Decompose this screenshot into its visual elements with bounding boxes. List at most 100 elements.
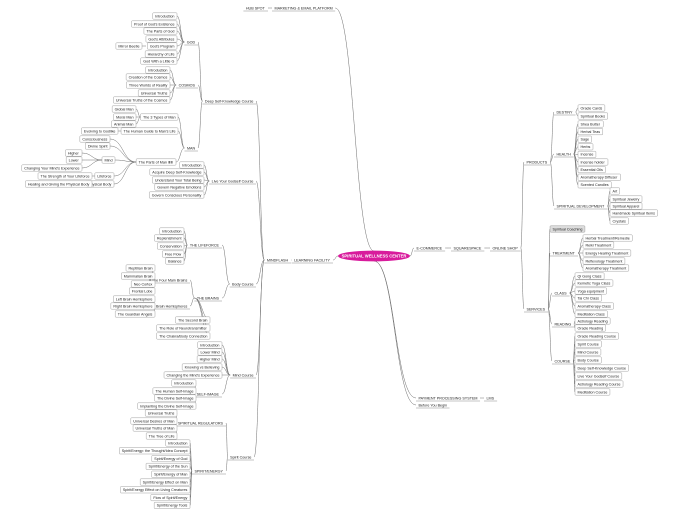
node-box-god-s-program[interactable] [147,42,178,50]
node-box-introduction[interactable] [165,439,191,447]
node-box-conservation[interactable] [157,242,185,250]
node-box-oracle-cards[interactable] [577,104,606,112]
node-box-replenishment[interactable] [154,234,185,242]
node-box-aromatherapy-treatment[interactable] [582,264,629,272]
node-box-shea-butter[interactable] [577,120,604,128]
node-box-introduction[interactable] [171,379,197,387]
node-box-yoga-equipment[interactable] [574,287,607,295]
node-box-meditation-class[interactable] [574,310,608,318]
node-box-flow-of-spirit-energy[interactable] [150,494,191,501]
node-box-lower-mind[interactable] [197,348,223,356]
node-box-kemetic-yoga-class[interactable] [574,279,614,287]
node-box-the-human-self-image[interactable] [152,387,197,395]
node-box-incense-holder[interactable] [577,158,609,166]
node-box-govern-negative-emotions[interactable] [154,183,205,191]
node-box-god-s-attributes[interactable] [145,35,178,43]
node-box-higher[interactable] [65,149,83,157]
node-box-understand-your-total-being[interactable] [152,176,205,184]
node-box-sage[interactable] [577,135,592,143]
node-box-herbs[interactable] [577,143,594,151]
node-box-reptilian-brain[interactable] [125,264,156,272]
node-box-creation-of-the-cosmos[interactable] [125,73,171,81]
node-box-the-divine-self-image[interactable] [154,394,197,402]
node-box-the-strength-of-your-lifeforce[interactable] [37,172,93,180]
node-box-introduction[interactable] [152,12,178,20]
node-box-changing-your-mind-s-experience[interactable] [21,164,83,172]
node-box-the-human-guide-to-man-s-life[interactable] [120,127,179,135]
node-box-implanting-the-divine-self-image[interactable] [137,402,197,410]
node-box-lifeforce[interactable] [94,172,115,180]
node-box-right-brain-hemisphere[interactable] [110,302,156,310]
node-box-healing-and-giving-the-physical-body[interactable] [25,180,93,188]
node-box-essential-oils[interactable] [577,166,606,173]
node-box-knowing-vs-believing[interactable] [181,363,223,371]
node-box-crystals[interactable] [609,217,629,225]
node-box-introduction[interactable] [197,341,223,349]
node-box-the-role-of-neurotransmitter[interactable] [156,324,211,332]
node-box-balance[interactable] [165,257,185,265]
node-box-the-parts-of-man[interactable] [135,158,177,166]
node-box-aromatherapy-class[interactable] [574,302,614,310]
node-box-introduction[interactable] [145,66,171,74]
node-box-evolving-to-godlike[interactable] [81,127,119,135]
node-box-spirit-energy-effect-on-man[interactable] [139,478,191,486]
node-box-god-with-a-little-g[interactable] [140,57,178,65]
node-box-spirit-energy-of-god[interactable] [151,455,191,462]
node-box-spirit-energy-tools[interactable] [153,502,191,509]
node-box-tai-chi-class[interactable] [574,294,602,302]
node-box-hierarchy-of-life[interactable] [144,50,178,58]
node-box-higher-mind[interactable] [196,355,223,363]
node-box-astrology-reading-course[interactable] [574,380,624,388]
node-box-govern-conscious-personality[interactable] [149,191,205,199]
node-box-the-3-types-of-man[interactable] [140,113,179,121]
node-box-three-worlds-of-reality[interactable] [126,81,171,89]
node-box-neo-cortex[interactable] [130,280,156,288]
node-box-universal-truths[interactable] [138,89,171,97]
node-box-aromatherapy-diffuser[interactable] [577,173,621,181]
node-box-deep-self-knowledge-course[interactable] [574,364,629,372]
node-box-oracle-reading[interactable] [574,324,606,332]
node-box-spirit-energy-the-thought-idea-concept[interactable] [119,447,191,455]
node-box-the-guardian-angels[interactable] [115,310,156,318]
node-box-herbal-teas[interactable] [577,128,603,135]
node-box-spirit-energy-of-man[interactable] [151,470,191,478]
node-box-astrology-reading[interactable] [574,317,611,325]
node-box-universal-truths-of-man[interactable] [132,424,178,432]
node-box-mind[interactable] [101,156,116,164]
node-box-art[interactable] [609,187,620,195]
node-box-moral-man[interactable] [113,113,137,121]
node-box-free-flow[interactable] [162,250,185,258]
node-box-oracle-reading-course[interactable] [574,332,619,340]
node-box-energy-healing-treatment[interactable] [582,249,632,257]
node-box-spirit-energy-effect-on-living-creatures[interactable] [120,486,191,494]
node-box-reflexology-treatment[interactable] [582,257,626,265]
node-box-spiritual-books[interactable] [577,112,608,120]
node-box-incense[interactable] [577,150,597,158]
node-box-the-tree-of-life[interactable] [145,432,178,440]
node-box-universal-truths[interactable] [145,409,178,417]
node-box-introduction[interactable] [179,161,205,169]
central-node[interactable] [338,250,410,262]
node-box-universal-truths-of-the-cosmos[interactable] [113,96,171,104]
node-box-meditation-course[interactable] [574,388,611,396]
node-box-mammalian-brain[interactable] [121,272,156,280]
node-box-mirror-beetle[interactable] [115,42,143,50]
node-box-spirit-energy-of-the-sun[interactable] [145,463,191,470]
node-box-reiki-treatment[interactable] [582,241,615,249]
node-box-proof-of-god-s-existence[interactable] [131,20,178,28]
node-box-spiritual-coaching[interactable] [549,225,586,233]
node-box-the-parts-of-god[interactable] [143,27,178,35]
node-box-spirit-course[interactable] [574,340,602,348]
node-box-mind-course[interactable] [574,348,602,356]
node-box-animal-man[interactable] [111,120,137,128]
node-box-live-your-godself-course[interactable] [574,372,623,380]
node-box-herbal-treatment-remedie[interactable] [582,234,633,242]
node-box-handmade-spiritual-items[interactable] [609,209,658,217]
node-box-body-course[interactable] [574,356,602,364]
node-box-frontal-lobe[interactable] [129,287,156,295]
node-box-changing-the-mind-s-experience[interactable] [163,371,223,379]
node-box-the-chakra-body-connection[interactable] [156,332,211,340]
node-box-left-brain-hemisphere[interactable] [113,295,156,303]
node-box-divine-spirit[interactable] [85,142,111,150]
node-box-introduction[interactable] [159,227,185,235]
